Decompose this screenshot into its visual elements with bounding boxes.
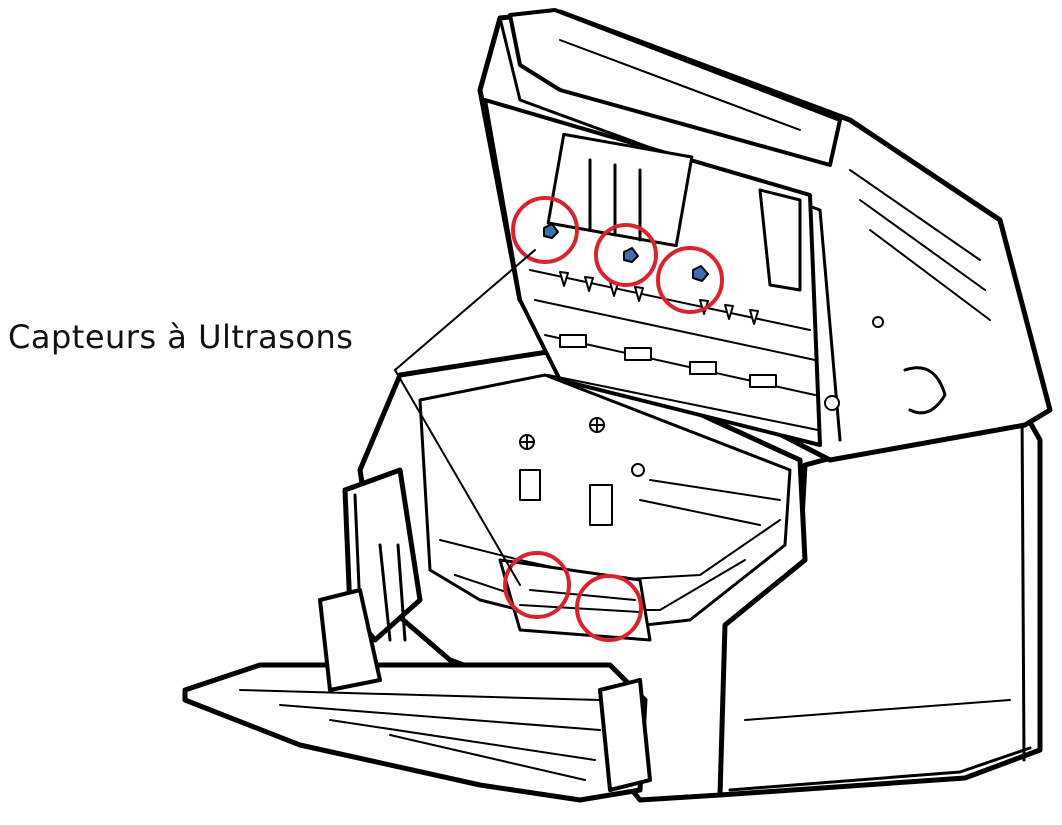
sensor-marker: [594, 223, 658, 287]
sensor-highlights: [503, 196, 724, 642]
callout-label: Capteurs à Ultrasons: [8, 318, 354, 356]
sensor-marker: [656, 246, 724, 314]
callout-leader-lines: [394, 249, 536, 586]
sensor-marker: [575, 574, 643, 642]
sensor-marker: [503, 551, 571, 619]
sensor-marker: [511, 196, 579, 264]
input-tray: [182, 543, 652, 803]
